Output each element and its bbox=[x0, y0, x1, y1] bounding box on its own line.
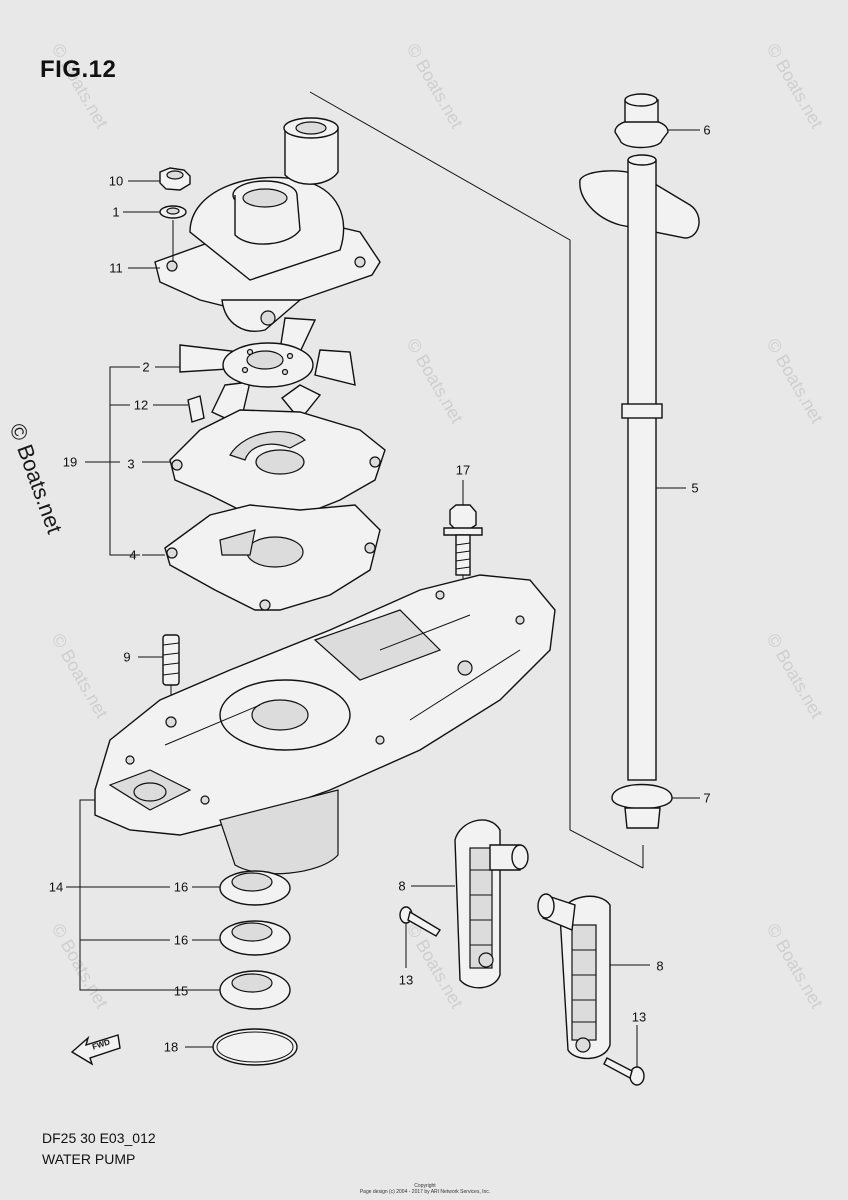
diagram-name: WATER PUMP bbox=[42, 1151, 136, 1167]
diagram-code: DF25 30 E03_012 bbox=[42, 1130, 156, 1146]
o-ring bbox=[212, 1028, 298, 1066]
oil-seal bbox=[219, 870, 291, 906]
gasket bbox=[164, 504, 381, 611]
callout-label: 4 bbox=[129, 547, 137, 563]
stud bbox=[162, 634, 180, 686]
forward-arrow-icon bbox=[70, 1034, 121, 1066]
screw bbox=[603, 1057, 645, 1086]
callout-label: 10 bbox=[108, 173, 124, 189]
callout-label: 18 bbox=[163, 1039, 179, 1055]
callout-label: 13 bbox=[398, 972, 414, 988]
callout-label: 7 bbox=[703, 790, 711, 806]
callout-label: 16 bbox=[173, 879, 189, 895]
grommet bbox=[614, 93, 669, 149]
oil-seal bbox=[219, 970, 291, 1010]
copyright-notice: Copyright Page design (c) 2004 - 2017 by… bbox=[310, 1183, 540, 1195]
copyright-line: Page design (c) 2004 - 2017 by ARI Netwo… bbox=[359, 1189, 491, 1195]
screw bbox=[399, 906, 441, 937]
water-inlet-grille bbox=[454, 819, 529, 989]
copyright-line: Copyright bbox=[414, 1183, 436, 1189]
assembly-line bbox=[309, 91, 644, 869]
pump-plate bbox=[94, 574, 556, 875]
callout-label: 14 bbox=[48, 879, 64, 895]
callout-label: 5 bbox=[691, 480, 699, 496]
nut bbox=[159, 167, 191, 191]
washer bbox=[159, 205, 187, 219]
callout-label: 8 bbox=[398, 878, 406, 894]
pump-case bbox=[154, 117, 381, 332]
impeller bbox=[179, 317, 356, 426]
callout-label: 8 bbox=[656, 958, 664, 974]
callout-label: 17 bbox=[455, 462, 471, 478]
bolt bbox=[443, 504, 483, 576]
callout-label: 19 bbox=[62, 454, 78, 470]
liner-plate bbox=[169, 409, 386, 521]
callout-label: 11 bbox=[109, 260, 123, 276]
water-inlet-grille bbox=[537, 893, 611, 1060]
grommet bbox=[611, 783, 673, 829]
callout-label: 12 bbox=[133, 397, 149, 413]
callout-label: 1 bbox=[112, 204, 120, 220]
callout-label: 2 bbox=[142, 359, 150, 375]
callout-label: 13 bbox=[631, 1009, 647, 1025]
key bbox=[187, 395, 205, 423]
callout-label: 16 bbox=[173, 932, 189, 948]
callout-label: 15 bbox=[173, 983, 189, 999]
callout-label: 9 bbox=[123, 649, 131, 665]
figure-title: FIG.12 bbox=[40, 56, 117, 83]
callout-label: 3 bbox=[127, 456, 135, 472]
water-tube bbox=[579, 154, 700, 781]
callout-label: 6 bbox=[703, 122, 711, 138]
oil-seal bbox=[219, 920, 291, 956]
